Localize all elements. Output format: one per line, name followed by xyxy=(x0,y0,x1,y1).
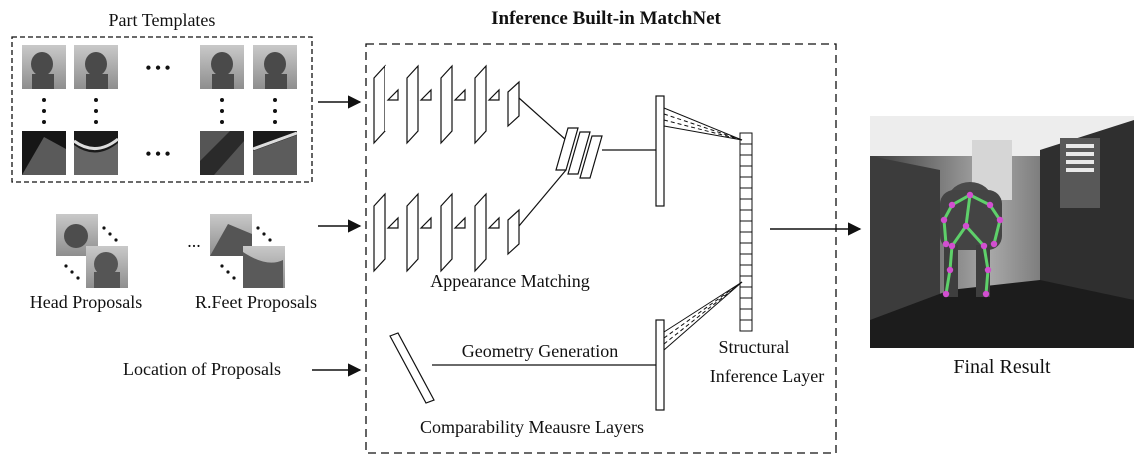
final-result-image xyxy=(870,116,1134,348)
matchnet-box xyxy=(365,43,837,454)
comparability-layer xyxy=(389,332,435,404)
metric-layers xyxy=(555,127,603,179)
rfeet-proposals-stack xyxy=(210,214,285,288)
part-templates-box xyxy=(11,36,313,183)
geometry-generation-label: Geometry Generation xyxy=(462,341,618,361)
structural-inference-column xyxy=(739,132,753,332)
template-tile xyxy=(252,131,298,175)
feet-template-row xyxy=(22,131,298,175)
ellipsis-top: • • • xyxy=(146,60,171,77)
upper-cnn-tower xyxy=(373,64,520,145)
structural-label-line2: Inference Layer xyxy=(710,366,824,386)
structural-label-line1: Structural xyxy=(719,337,790,357)
head-template-row xyxy=(22,45,297,89)
template-tile xyxy=(22,45,66,89)
template-tile xyxy=(73,131,119,175)
final-result-label: Final Result xyxy=(953,356,1051,378)
comparability-layers-label: Comparability Meausre Layers xyxy=(420,417,644,437)
appearance-fc-layer xyxy=(655,95,665,207)
rfeet-proposals-label: R.Feet Proposals xyxy=(195,292,317,312)
geometry-fc-layer xyxy=(655,319,665,411)
upper-tower-link xyxy=(518,97,567,141)
template-tile xyxy=(22,131,66,175)
diagram-title: Inference Built-in MatchNet xyxy=(491,8,721,29)
template-tile xyxy=(74,45,118,89)
head-proposals-label: Head Proposals xyxy=(30,292,142,312)
lower-tower-link xyxy=(518,169,567,227)
appearance-to-structural-links xyxy=(663,107,743,141)
head-proposals-stack xyxy=(56,214,128,288)
ellipsis-bottom: • • • xyxy=(146,146,171,163)
template-tile xyxy=(200,45,244,89)
part-templates-label: Part Templates xyxy=(109,10,216,30)
template-tile xyxy=(200,131,244,175)
template-tile xyxy=(253,45,297,89)
vertical-ellipsis xyxy=(42,98,277,124)
lower-cnn-tower xyxy=(373,192,520,273)
pose-joints xyxy=(940,191,1004,298)
proposal-ellipsis: ... xyxy=(187,231,201,251)
geometry-to-structural-links xyxy=(663,281,743,351)
appearance-matching-label: Appearance Matching xyxy=(430,271,589,291)
location-of-proposals-label: Location of Proposals xyxy=(123,359,281,379)
